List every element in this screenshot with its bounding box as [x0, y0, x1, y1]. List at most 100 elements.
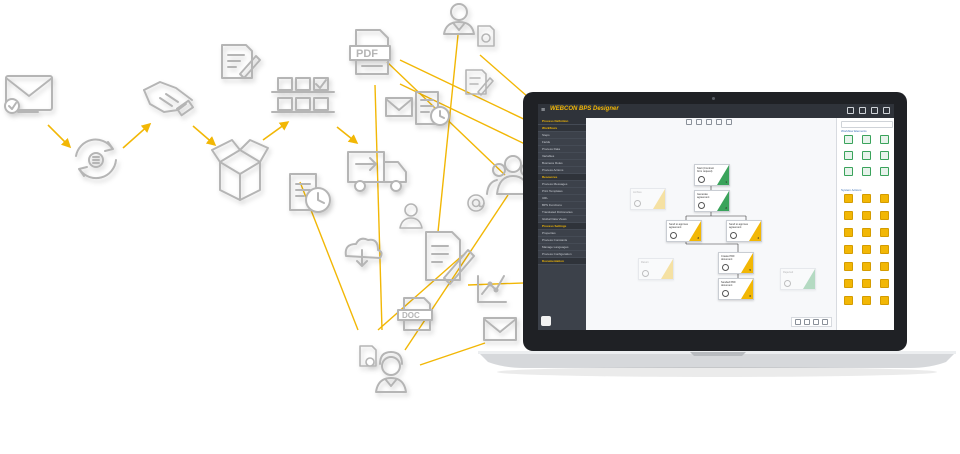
- settings-icon[interactable]: [883, 107, 890, 114]
- sidebar-item[interactable]: Workflows: [538, 125, 586, 132]
- workflow-step-node[interactable]: Return: [638, 258, 674, 280]
- toolbox-tile-icon[interactable]: [880, 245, 889, 254]
- refresh-icon[interactable]: [871, 107, 878, 114]
- sidebar-item[interactable]: Process Data: [538, 146, 586, 153]
- toolbox-tile-icon[interactable]: [844, 194, 853, 203]
- sidebar-item[interactable]: Business Rules: [538, 160, 586, 167]
- toolbox-panel: Workflow Elements System Actions: [836, 118, 894, 330]
- step-number: 6: [749, 294, 751, 298]
- toolbox-tile-icon[interactable]: [844, 211, 853, 220]
- gear-document-icon-2: [359, 345, 377, 367]
- fit-screen-icon[interactable]: [813, 319, 819, 325]
- toolbox-section-title: Workflow Elements: [841, 129, 867, 133]
- at-sign-icon: [467, 194, 485, 212]
- toolbox-section-title-2: System Actions: [841, 188, 862, 192]
- delete-tool-icon[interactable]: [716, 119, 722, 125]
- handshake-icon: [143, 81, 195, 117]
- sidebar-item[interactable]: Process Actions: [538, 167, 586, 174]
- step-label: Start (Contract form request): [697, 167, 714, 173]
- sidebar-item[interactable]: URL: [538, 195, 586, 202]
- sidebar-item[interactable]: Process Constants: [538, 237, 586, 244]
- sidebar-item[interactable]: Properties: [538, 230, 586, 237]
- sidebar-item[interactable]: Manage Languages: [538, 244, 586, 251]
- toolbox-tile-icon[interactable]: [862, 167, 871, 176]
- toolbox-tile-icon[interactable]: [862, 279, 871, 288]
- toolbox-tile-icon[interactable]: [844, 167, 853, 176]
- save-icon[interactable]: [859, 107, 866, 114]
- open-box-icon: [211, 139, 269, 201]
- sidebar-item[interactable]: Print Templates: [538, 188, 586, 195]
- sidebar-item[interactable]: Process Messages: [538, 181, 586, 188]
- sidebar-item[interactable]: Steps: [538, 132, 586, 139]
- toolbox-tile-icon[interactable]: [844, 135, 853, 144]
- workflow-step-node[interactable]: Start (Contract form request)1: [694, 164, 730, 186]
- workflow-step-node[interactable]: Rejected: [780, 268, 816, 290]
- sidebar-item[interactable]: Process Configuration: [538, 251, 586, 258]
- path-tool-icon[interactable]: [696, 119, 702, 125]
- toolbox-tile-icon[interactable]: [880, 194, 889, 203]
- step-number: 3: [697, 236, 699, 240]
- toolbox-tile-icon[interactable]: [880, 167, 889, 176]
- toolbox-tile-icon[interactable]: [844, 151, 853, 160]
- zoom-out-icon[interactable]: [795, 319, 801, 325]
- toolbox-tile-icon[interactable]: [880, 228, 889, 237]
- toolbox-tile-icon[interactable]: [844, 245, 853, 254]
- step-tool-icon[interactable]: [706, 119, 712, 125]
- mail-envelope-icon: [385, 97, 413, 117]
- document-edit-icon: [221, 44, 261, 79]
- sidebar-item[interactable]: Translated Dictionaries: [538, 209, 586, 216]
- layout-tool-icon[interactable]: [726, 119, 732, 125]
- sidebar-item[interactable]: Fields: [538, 139, 586, 146]
- toolbox-tile-icon[interactable]: [862, 262, 871, 271]
- svg-text:DOC: DOC: [402, 311, 420, 320]
- step-type-icon: [784, 280, 791, 287]
- toolbox-tile-icon[interactable]: [844, 296, 853, 305]
- step-number: 5: [749, 268, 751, 272]
- sidebar-item[interactable]: Documentation: [538, 258, 586, 265]
- select-tool-icon[interactable]: [686, 119, 692, 125]
- toolbox-tile-icon[interactable]: [880, 296, 889, 305]
- user-icon-2: [399, 203, 423, 229]
- toolbox-tile-icon[interactable]: [880, 211, 889, 220]
- step-type-icon: [722, 290, 729, 297]
- sidebar-item[interactable]: Variables: [538, 153, 586, 160]
- toolbox-tile-icon[interactable]: [862, 135, 871, 144]
- toolbox-tile-icon[interactable]: [862, 194, 871, 203]
- toolbox-tile-icon[interactable]: [862, 245, 871, 254]
- toolbox-tile-icon[interactable]: [862, 151, 871, 160]
- toolbox-tile-icon[interactable]: [844, 228, 853, 237]
- email-icon: [4, 75, 53, 114]
- toolbox-tile-icon[interactable]: [880, 279, 889, 288]
- zoom-in-icon[interactable]: [804, 319, 810, 325]
- toolbox-search-input[interactable]: [841, 121, 893, 128]
- step-corner-marker: [717, 191, 729, 211]
- step-type-icon: [670, 232, 677, 239]
- canvas-toolbar: [686, 119, 732, 125]
- line-chart-icon: [477, 275, 507, 303]
- hamburger-menu-icon[interactable]: ≡: [541, 107, 546, 114]
- sidebar-item[interactable]: Global Data Views: [538, 216, 586, 223]
- fullscreen-icon[interactable]: [822, 319, 828, 325]
- sidebar-item[interactable]: BPS Functions: [538, 202, 586, 209]
- toolbox-tile-icon[interactable]: [844, 262, 853, 271]
- toolbox-tile-icon[interactable]: [880, 135, 889, 144]
- sidebar-item[interactable]: Process Definition: [538, 118, 586, 125]
- play-icon[interactable]: [847, 107, 854, 114]
- sidebar-item[interactable]: Resources: [538, 174, 586, 181]
- toolbox-tile-icon[interactable]: [880, 151, 889, 160]
- toolbox-tile-icon[interactable]: [844, 279, 853, 288]
- step-type-icon: [730, 232, 737, 239]
- toolbox-tile-icon[interactable]: [862, 296, 871, 305]
- toolbox-tile-icon[interactable]: [862, 211, 871, 220]
- toolbox-tile-icon[interactable]: [880, 262, 889, 271]
- workflow-step-node[interactable]: Archive: [630, 188, 666, 210]
- sidebar-item[interactable]: Process Settings: [538, 223, 586, 230]
- toolbox-tile-icon[interactable]: [862, 228, 871, 237]
